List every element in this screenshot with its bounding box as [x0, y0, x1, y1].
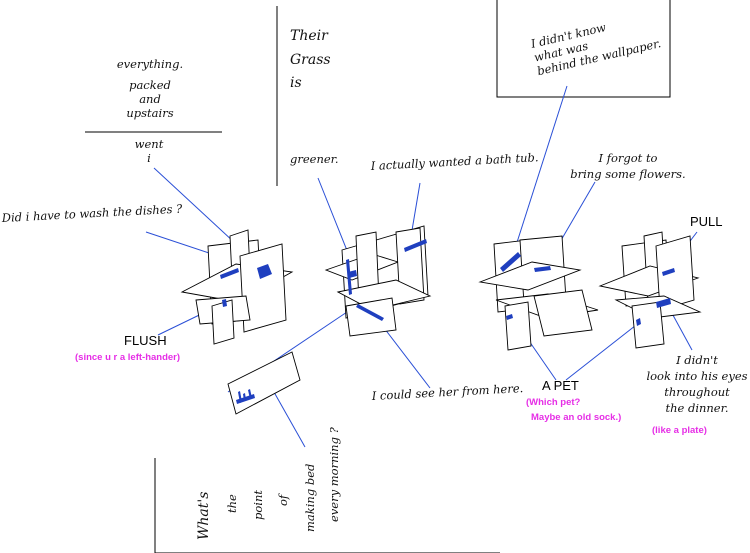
- label-pet-note-1: (Which pet?: [526, 397, 581, 408]
- cluster-4-pane-front: [631, 301, 665, 349]
- floating-panel-face: [227, 351, 301, 415]
- frame-lines: [85, 0, 671, 553]
- note-dishes: Did i have to wash the dishes ?: [0, 202, 183, 226]
- note-block-bed: What's the point of making bed every mor…: [196, 426, 341, 540]
- note-block-eyes: I didn't look into his eyes throughout t…: [646, 353, 747, 415]
- label-pet-note-2: Maybe an old sock.): [531, 412, 621, 423]
- cluster-3-pane-low: [504, 301, 532, 351]
- cluster-4-mark-2: [656, 298, 671, 308]
- label-flush: FLUSH: [124, 333, 167, 348]
- note-and: and: [139, 92, 161, 106]
- cluster-1-mark-2: [257, 264, 272, 279]
- note-greener: greener.: [290, 152, 339, 166]
- cluster-1-mark-3: [222, 299, 227, 307]
- cluster-3-mark-2: [534, 266, 551, 272]
- label-plate-note: (like a plate): [652, 425, 707, 436]
- frame-top-right: [496, 0, 671, 98]
- floating-panel-mark-4: [236, 394, 255, 404]
- note-is: is: [290, 75, 302, 91]
- note-block-flowers: I forgot to bring some flowers.: [570, 151, 685, 181]
- note-packed: packed: [129, 78, 171, 92]
- note-block-wallpaper: I didn't know what was behind the wallpa…: [529, 20, 663, 78]
- note-flowers-2: bring some flowers.: [570, 167, 685, 181]
- note-grass: Grass: [290, 52, 331, 68]
- note-eyes-1: I didn't: [675, 353, 718, 367]
- cluster-3-pane-floor: [478, 261, 582, 291]
- cluster-4-mark-3: [636, 318, 641, 326]
- cluster-1-mark-1: [220, 268, 239, 279]
- cluster-4-pane-right: [655, 235, 695, 311]
- note-see-her: I could see her from here.: [370, 381, 523, 403]
- note-upstairs: upstairs: [126, 106, 173, 120]
- leader-wallpaper: [511, 85, 568, 259]
- note-bed-5: making bed: [303, 464, 317, 532]
- cluster-3-mark-1: [500, 252, 521, 272]
- note-bed-4: of: [276, 493, 290, 506]
- leader-pet-right: [565, 321, 641, 381]
- note-eyes-2: look into his eyes: [646, 369, 747, 383]
- note-bed-3: point: [251, 490, 265, 520]
- note-bed-6: every morning ?: [327, 426, 341, 522]
- label-flush-note: (since u r a left-hander): [75, 352, 180, 363]
- note-block-center: Their Grass is greener. I actually wante…: [290, 28, 539, 173]
- note-bath-tub: I actually wanted a bath tub.: [369, 150, 538, 173]
- plane-cluster-3: [478, 235, 599, 351]
- label-a-pet: A PET: [542, 378, 579, 393]
- note-went: went: [135, 137, 164, 151]
- cluster-3-mark-3: [506, 314, 513, 320]
- plane-cluster-2: [324, 225, 432, 337]
- note-eyes-3: throughout: [664, 385, 730, 399]
- frame-bottom: [154, 458, 500, 553]
- note-everything: everything.: [117, 57, 183, 71]
- plane-cluster-1: [180, 229, 294, 345]
- note-their: Their: [290, 28, 329, 44]
- plane-cluster-4: [598, 231, 702, 349]
- note-eyes-4: the dinner.: [665, 401, 728, 415]
- cluster-2-mark-1: [404, 239, 427, 252]
- cluster-4-mark-1: [662, 268, 675, 276]
- note-i: i: [147, 151, 151, 165]
- note-block-left: everything. packed and upstairs went i: [117, 57, 183, 165]
- cluster-2-mark-4: [356, 304, 384, 321]
- cluster-3-pane-front: [533, 289, 593, 337]
- note-bed-1: What's: [196, 492, 212, 540]
- leader-bed: [269, 384, 306, 448]
- note-flowers-1: I forgot to: [598, 151, 658, 165]
- cluster-2-mark-3: [348, 270, 357, 278]
- floating-panel: [227, 351, 301, 415]
- note-bed-2: the: [225, 494, 239, 513]
- label-pull: PULL: [690, 214, 723, 229]
